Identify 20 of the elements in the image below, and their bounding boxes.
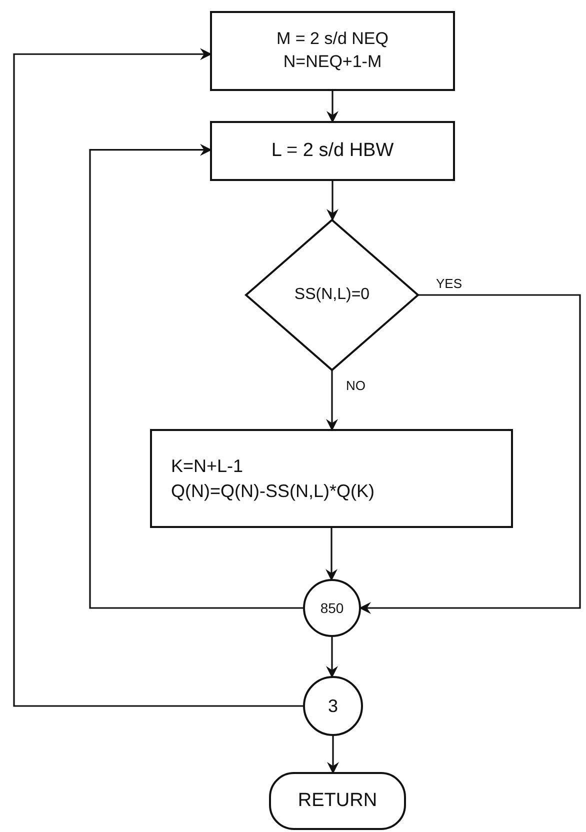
node-text: L = 2 s/d HBW — [271, 139, 394, 164]
edge-label: YES — [436, 276, 462, 291]
node-text: K=N+L-1 — [171, 455, 244, 478]
arrow — [326, 527, 338, 581]
arrow — [359, 294, 581, 614]
arrow — [89, 144, 304, 609]
arrow — [326, 180, 338, 221]
node-text: 850 — [320, 598, 344, 618]
arrow — [326, 636, 338, 678]
node-text: Q(N)=Q(N)-SS(N,L)*Q(K) — [171, 480, 374, 503]
edge-label: NO — [346, 378, 366, 393]
node-text: SS(N,L)=0 — [294, 285, 370, 306]
arrow — [13, 48, 304, 707]
node-text: RETURN — [298, 789, 378, 814]
node-text: N=NEQ+1-M — [283, 51, 382, 73]
arrow — [326, 90, 338, 123]
node-text: M = 2 s/d NEQ — [276, 28, 388, 50]
arrow — [326, 370, 338, 431]
arrow — [327, 735, 339, 774]
node-text: 3 — [328, 694, 338, 718]
